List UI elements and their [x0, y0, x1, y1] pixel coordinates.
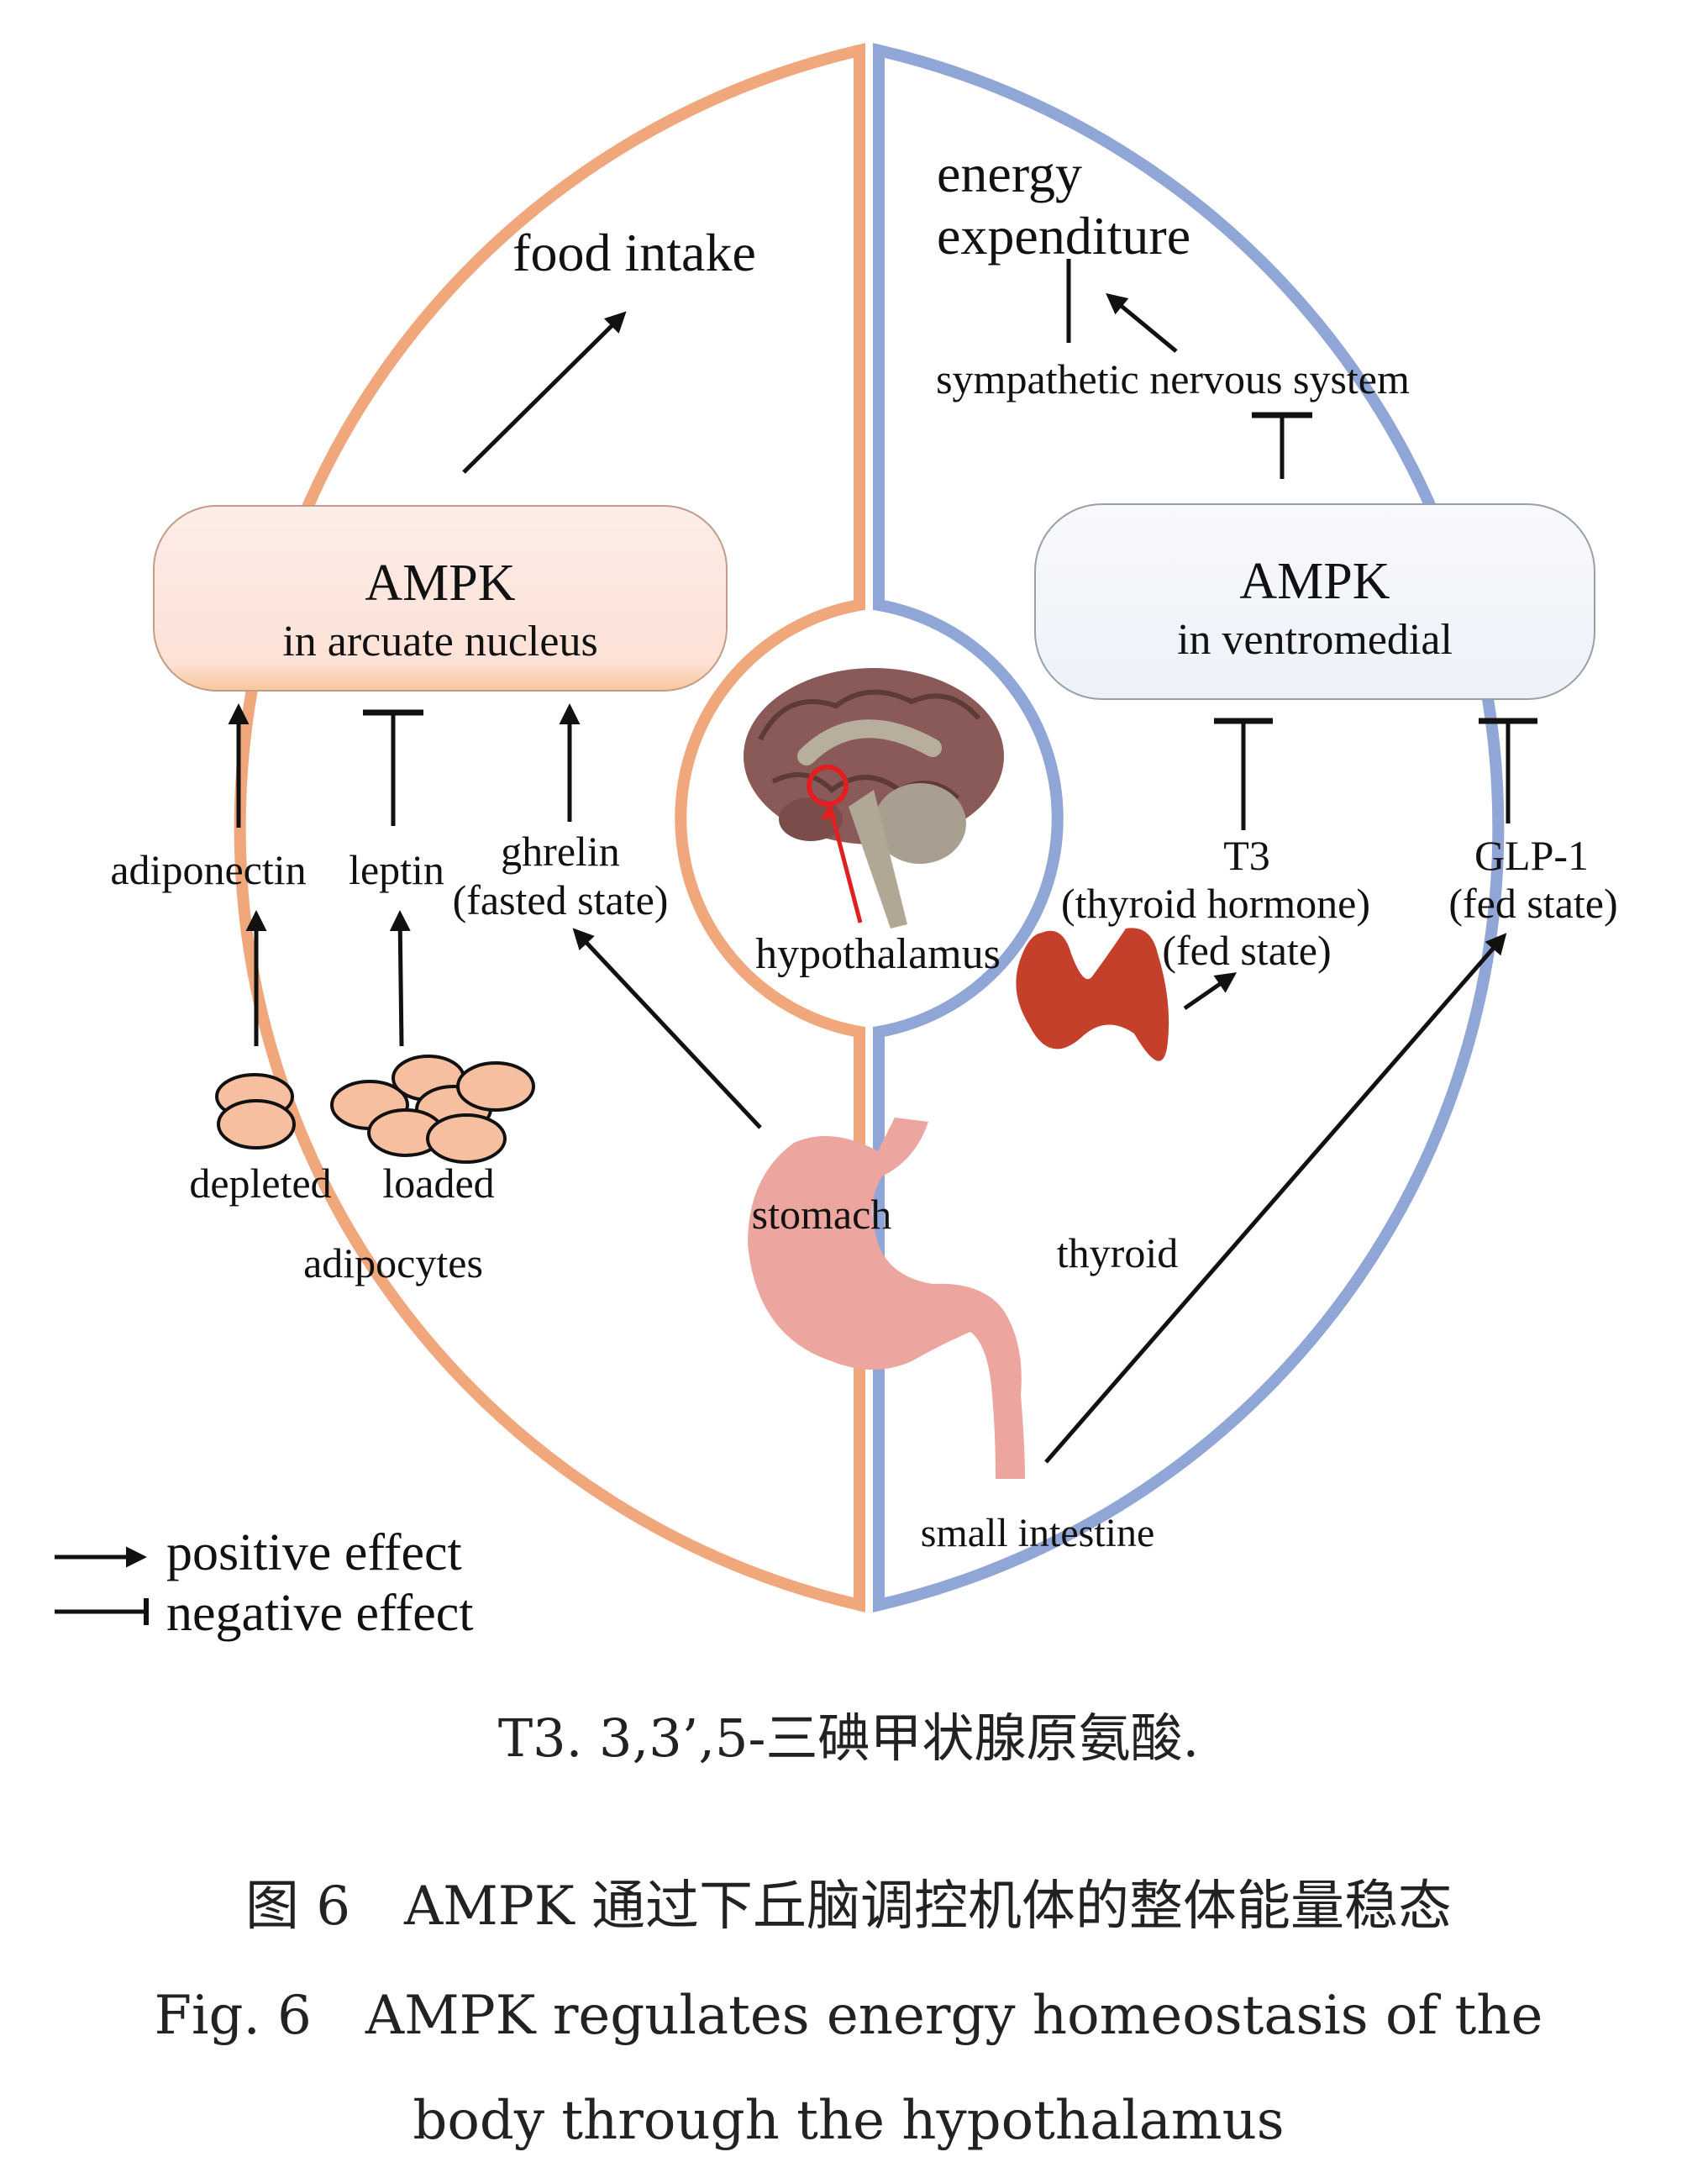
stomach-to-ghrelin-arrow: [572, 928, 762, 1129]
adipocytes-label: adipocytes: [303, 1239, 483, 1286]
legend-negative-label: negative effect: [166, 1585, 473, 1642]
hypothalamus-label: hypothalamus: [755, 930, 1001, 978]
hypothalamus-marker-icon: [807, 765, 849, 807]
depleted-adipocytes-icon: [215, 1073, 296, 1150]
sns-inhibition-tbar: [1252, 412, 1312, 479]
leptin-label: leptin: [349, 846, 444, 893]
sns-to-energy-expenditure-arrow: [1106, 292, 1178, 353]
left-panel-outline: [234, 43, 865, 1612]
small-intestine-label: small intestine: [921, 1511, 1155, 1555]
glp1-sublabel: (fed state): [1448, 880, 1617, 927]
food-intake-label: food intake: [512, 223, 756, 282]
glp1-label: GLP-1: [1474, 832, 1589, 879]
ampk-ventromedial-subtitle: in ventromedial: [1177, 616, 1453, 664]
caption-title-en-line1: Fig. 6 AMPK regulates energy homeostasis…: [155, 1985, 1543, 2047]
ghrelin-label: ghrelin: [501, 828, 620, 875]
ampk-arcuate-subtitle: in arcuate nucleus: [282, 618, 597, 666]
loaded-adipocytes-icon: [330, 1055, 535, 1164]
caption-title-en-line2: body through the hypothalamus: [413, 2090, 1284, 2152]
loaded-label: loaded: [382, 1160, 494, 1207]
energy-label: energy: [937, 144, 1082, 203]
loaded-to-leptin-arrow: [389, 910, 411, 1047]
ampk-arcuate-title: AMPK: [365, 555, 515, 612]
sympathetic-nervous-system-label: sympathetic nervous system: [936, 355, 1410, 402]
food-intake-arrow: [462, 311, 627, 474]
t3-sublabel: (thyroid hormone): [1061, 880, 1370, 927]
glp1-inhibit-bar: [1479, 718, 1537, 823]
glp1-pathway-arrow: [1044, 933, 1507, 1464]
depleted-label: depleted: [189, 1160, 331, 1207]
thyroid-illustration: [1016, 928, 1169, 1061]
legend: positive effect negative effect: [55, 1524, 473, 1642]
legend-positive-label: positive effect: [166, 1524, 462, 1581]
legend-negative-tbar-icon: [55, 1598, 149, 1625]
ampk-ventromedial-title: AMPK: [1239, 553, 1390, 610]
ampk-inhibits-sns-bar: [1066, 259, 1071, 343]
ampk-ventromedial-box: [1034, 503, 1595, 700]
expenditure-label: expenditure: [937, 206, 1190, 266]
t3-sublabel2: (fed state): [1162, 927, 1331, 974]
brain-illustration: [744, 668, 1004, 929]
ghrelin-sublabel: (fasted state): [453, 876, 669, 923]
adiponectin-label: adiponectin: [110, 846, 306, 893]
right-panel-outline: [873, 43, 1505, 1612]
t3-inhibit-bar: [1214, 718, 1273, 830]
stomach-illustration: [748, 1118, 1025, 1479]
thyroid-to-t3-arrow: [1183, 972, 1238, 1011]
caption-abbreviation: T3. 3,3’,5-三碘甲状腺原氨酸.: [498, 1707, 1199, 1769]
ampk-arcuate-box: [153, 505, 728, 692]
caption-title-cn: 图 6 AMPK 通过下丘脑调控机体的整体能量稳态: [245, 1876, 1452, 1938]
thyroid-label: thyroid: [1057, 1229, 1178, 1276]
t3-label: T3: [1223, 832, 1270, 879]
leptin-inhibit-bar: [363, 709, 423, 826]
stomach-label: stomach: [752, 1191, 892, 1238]
